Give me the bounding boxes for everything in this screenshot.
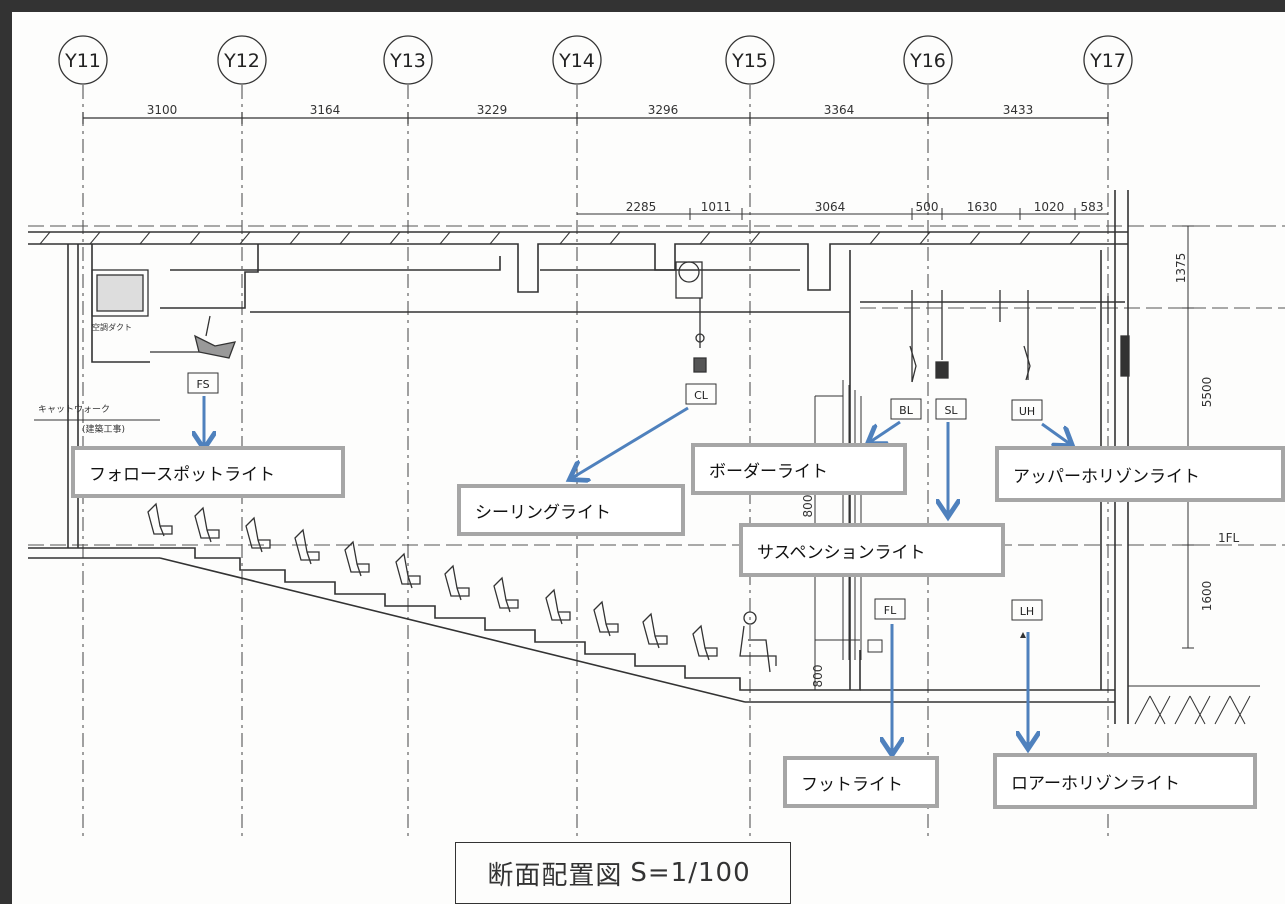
datum-lines xyxy=(28,225,1285,546)
callout-border-light: ボーダーライト xyxy=(691,443,907,495)
axis-bubble-y13 xyxy=(383,35,433,85)
drawing-title-scale: S=1/100 xyxy=(630,858,751,888)
drawing-title-name: 断面配置図 xyxy=(487,860,623,891)
vdim-1600: 1600 xyxy=(1200,581,1214,612)
dim-y11-y12: 3100 xyxy=(147,103,178,117)
axis-bubble-y15 xyxy=(725,35,775,85)
axis-bubble-y11 xyxy=(58,35,108,85)
stage-dimension-line xyxy=(577,208,1108,220)
tag-cl: CL xyxy=(694,389,709,402)
dim-y15-y16: 3364 xyxy=(824,103,855,117)
drawing-sheet: Y11 Y12 Y13 Y14 Y15 Y16 Y17 3100 3164 32… xyxy=(12,12,1285,904)
callout-lower-horizon: ロアーホリゾンライト xyxy=(993,753,1257,809)
duct-box xyxy=(91,269,237,359)
callout-follow-spot: フォロースポットライト xyxy=(71,446,345,498)
fixture-tag-boxes xyxy=(187,372,1043,621)
axis-label-y14: Y14 xyxy=(558,50,595,72)
ceiling-light-fixture xyxy=(675,261,707,373)
callout-ceiling-light: シーリングライト xyxy=(457,484,685,536)
axis-bubble-y14 xyxy=(552,35,602,85)
catwalk-subnote: (建築工事) xyxy=(82,423,125,435)
catwalk-note: キャットウォーク xyxy=(38,404,110,415)
stage-dim-1: 2285 xyxy=(626,200,657,214)
tag-fl: FL xyxy=(884,604,897,617)
callout-suspension-light: サスペンションライト xyxy=(739,523,1005,577)
stage-dim-6: 1020 xyxy=(1034,200,1065,214)
tag-lh: LH xyxy=(1020,605,1034,618)
vdim-1375: 1375 xyxy=(1174,253,1188,284)
dim-y14-y15: 3296 xyxy=(648,103,679,117)
stage-dim-5: 1630 xyxy=(967,200,998,214)
drawing-title: 断面配置図 S=1/100 xyxy=(455,842,791,904)
axis-label-y13: Y13 xyxy=(389,50,426,72)
axis-bubble-y17 xyxy=(1083,35,1133,85)
stage-dim-4: 500 xyxy=(916,200,939,214)
callout-foot-light: フットライト xyxy=(783,756,939,808)
axis-bubble-y12 xyxy=(217,35,267,85)
arrow-uh xyxy=(1041,422,1070,444)
arrow-bl xyxy=(870,420,901,442)
axis-bubble-y16 xyxy=(903,35,953,85)
top-dimension-line xyxy=(82,112,1109,124)
grid-axis-lines xyxy=(82,85,1109,840)
foot-light-fixture xyxy=(867,639,883,653)
axis-label-y12: Y12 xyxy=(223,50,260,72)
dim-y12-y13: 3164 xyxy=(310,103,341,117)
stage-dim-3: 3064 xyxy=(815,200,846,214)
stage-dim-2: 1011 xyxy=(701,200,732,214)
dim-y16-y17: 3433 xyxy=(1003,103,1034,117)
roof-hatching xyxy=(39,231,1081,245)
dim-y13-y14: 3229 xyxy=(477,103,508,117)
vdim-5500: 5500 xyxy=(1200,377,1214,408)
ground-hatch xyxy=(1128,685,1260,725)
tag-sl: SL xyxy=(944,404,958,417)
vertical-dimension-line xyxy=(1182,225,1194,649)
axis-label-y11: Y11 xyxy=(64,50,101,72)
axis-bubbles xyxy=(58,35,1133,85)
callout-arrows xyxy=(204,396,1070,752)
callout-upper-horizon: アッパーホリゾンライト xyxy=(995,446,1285,502)
duct-note: 空調ダクト xyxy=(92,322,132,332)
tag-bl: BL xyxy=(899,404,914,417)
axis-label-y15: Y15 xyxy=(731,50,768,72)
floor-level-label: 1FL xyxy=(1218,531,1240,545)
auditorium-seats xyxy=(147,502,777,673)
lower-horizon-fixture xyxy=(1020,632,1026,638)
tag-fs: FS xyxy=(196,378,209,391)
vdim-800: 800 xyxy=(811,665,825,688)
axis-label-y16: Y16 xyxy=(909,50,946,72)
stage-battens xyxy=(909,290,1130,383)
axis-label-y17: Y17 xyxy=(1089,50,1126,72)
tag-uh: UH xyxy=(1019,405,1035,418)
arrow-cl xyxy=(572,406,689,478)
stage-dim-7: 583 xyxy=(1081,200,1104,214)
vdim-stage-800: 800 xyxy=(801,495,815,518)
